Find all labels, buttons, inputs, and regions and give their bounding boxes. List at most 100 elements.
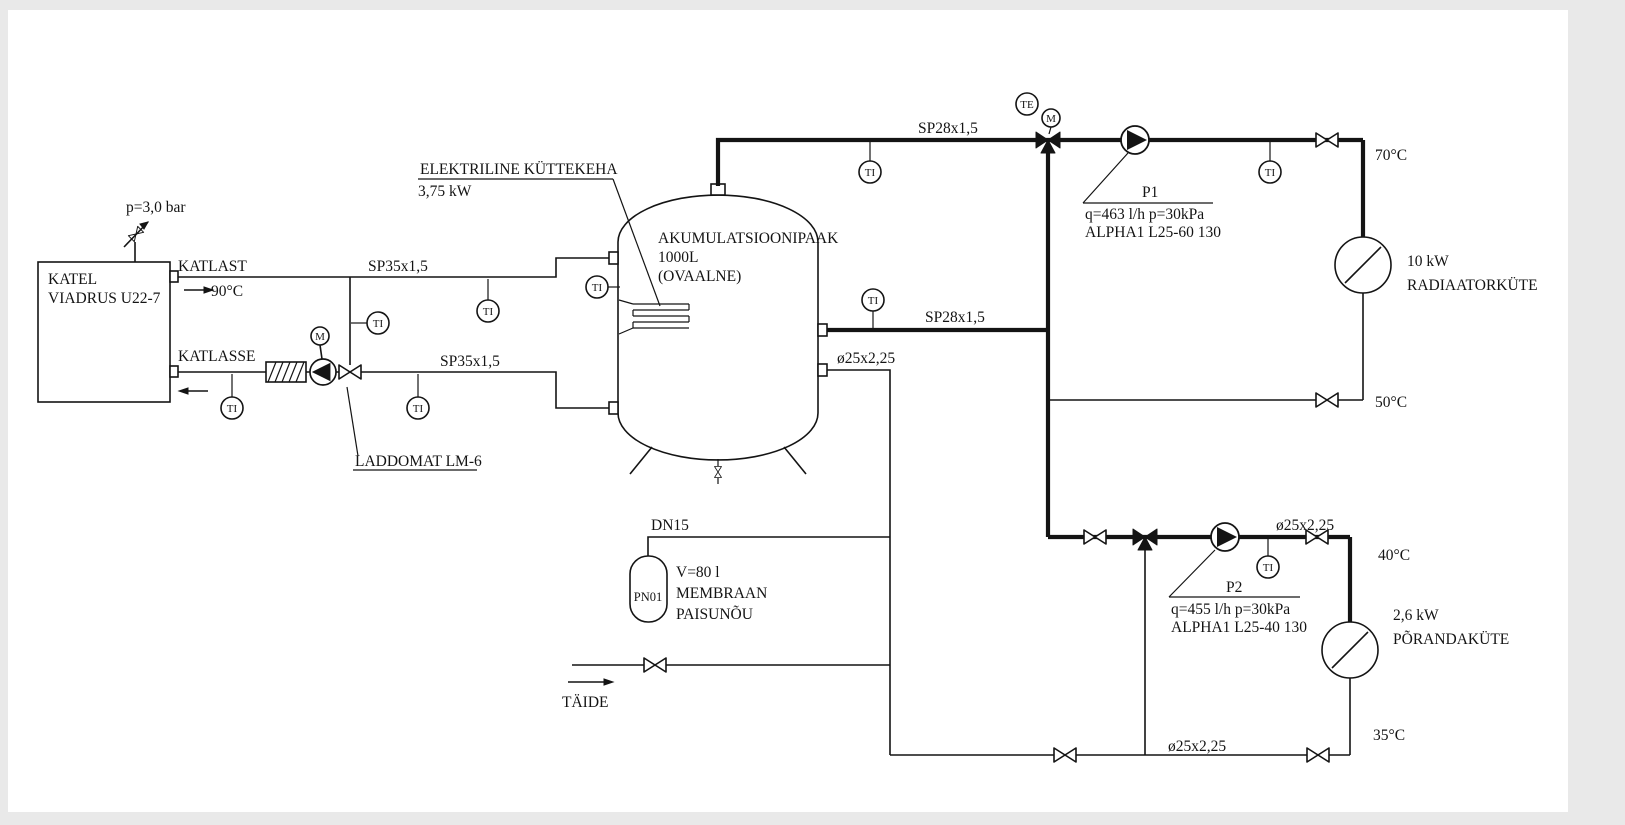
m-actuator-circle (1041, 108, 1061, 128)
boiler: KATEL VIADRUS U22-7 (37, 261, 179, 403)
ti-boiler-supply: TI (476, 279, 500, 323)
filter-symbol (265, 361, 307, 383)
ti-boiler-return-near: TI (220, 374, 244, 420)
svg-text:TI: TI (227, 403, 238, 415)
fill-line: TÄIDE (562, 657, 890, 711)
laddomat-label: LADDOMAT LM-6 (355, 453, 482, 470)
svg-text:TI: TI (1265, 167, 1276, 179)
expansion-vessel-icon (629, 555, 668, 623)
boiler-name-line1: KATEL (48, 271, 97, 288)
p1-duty: q=463 l/h p=30kPa (1085, 206, 1204, 223)
m-actuator-label: M (1046, 113, 1056, 125)
fill-label: TÄIDE (562, 694, 609, 711)
svg-text:TI: TI (592, 282, 603, 294)
floor-supply-line: ø25x2,25 (1048, 517, 1350, 755)
p2-model: ALPHA1 L25-40 130 (1171, 619, 1307, 636)
electric-heater-callout: ELEKTRILINE KÜTTEKEHA 3,75 kW (418, 161, 661, 307)
tank-name: AKUMULATSIOONIPAAK (658, 230, 839, 247)
floor-name: PÕRANDAKÜTE (1393, 631, 1509, 648)
pipe-label-o25-floor-supply: ø25x2,25 (1276, 517, 1334, 534)
tank-right-lower-nozzle (817, 363, 828, 377)
ti-supply-branch: TI (351, 311, 390, 335)
boiler-return-nozzle (169, 365, 179, 378)
te-sensor-label: TE (1020, 99, 1034, 111)
p2-pump-icon (1210, 522, 1240, 552)
svg-text:TI: TI (868, 295, 879, 307)
katlast-label: KATLAST (178, 258, 247, 275)
floor-supply-temp: 40°C (1378, 547, 1410, 564)
ti-tank: TI (585, 275, 620, 299)
pump-p1: P1 q=463 l/h p=30kPa ALPHA1 L25-60 130 (1082, 125, 1221, 241)
pipe-label-o25-tank: ø25x2,25 (837, 350, 895, 367)
expansion-dn-label: DN15 (651, 517, 689, 534)
floor-return-line: ø25x2,25 (890, 738, 1350, 763)
pipe-label-sp28-return: SP28x1,5 (925, 309, 985, 326)
flow-arrow-icon (603, 678, 615, 686)
boiler-return-line: KATLASSE SP35x1,5 M LADDOMAT LM-6 (177, 326, 609, 471)
svg-text:TI: TI (865, 167, 876, 179)
tank-left-lower-nozzle (608, 401, 619, 415)
pipe-label-o25-bottom: ø25x2,25 (1168, 738, 1226, 755)
floor-return-to-tank: ø25x2,25 (827, 350, 895, 755)
ti-tank-supply: TI (858, 142, 882, 184)
radiator-power: 10 kW (1407, 253, 1449, 270)
radiator-supply-temp: 70°C (1375, 147, 1407, 164)
expansion-volume: V=80 l (676, 564, 720, 581)
expansion-type-line1: MEMBRAAN (676, 585, 767, 602)
svg-text:TI: TI (1263, 562, 1274, 574)
p1-model: ALPHA1 L25-60 130 (1085, 224, 1221, 241)
flow-arrow-icon (203, 286, 215, 294)
p2-duty: q=455 l/h p=30kPa (1171, 601, 1290, 618)
ti-boiler-return-far: TI (406, 374, 430, 420)
heater-title: ELEKTRILINE KÜTTEKEHA (420, 161, 618, 178)
expansion-vessel: DN15 PN01 V=80 l MEMBRAAN PAISUNÕU (629, 517, 890, 623)
pipe-label-sp35-return: SP35x1,5 (440, 353, 500, 370)
laddomat-pump-icon (309, 358, 337, 386)
tank-left-upper-nozzle (608, 251, 619, 265)
expansion-type-line2: PAISUNÕU (676, 606, 753, 623)
tank-right-upper-nozzle (817, 323, 828, 337)
safety-valve-arrowhead (139, 221, 150, 230)
accumulator-tank: AKUMULATSIOONIPAAK 1000L (OVAALNE) TI (585, 183, 839, 484)
heater-power: 3,75 kW (418, 183, 472, 200)
p1-pump-icon (1120, 125, 1150, 155)
boiler-name-line2: VIADRUS U22-7 (48, 290, 161, 307)
radiator-mixing-valve: TE M (1015, 92, 1061, 154)
p2-tag: P2 (1226, 579, 1242, 596)
boiler-supply-line: KATLAST 90°C SP35x1,5 (178, 257, 609, 365)
tank-drain-valve (714, 459, 722, 484)
radiator-name: RADIAATORKÜTE (1407, 277, 1538, 294)
svg-text:TI: TI (483, 306, 494, 318)
svg-text:TI: TI (413, 403, 424, 415)
supply-temp-label: 90°C (211, 283, 243, 300)
pipe-label-sp35-supply: SP35x1,5 (368, 258, 428, 275)
tank-leg-right (783, 446, 807, 475)
m-actuator-label: M (315, 331, 325, 343)
tank-shape: (OVAALNE) (658, 268, 741, 285)
te-sensor-circle (1015, 92, 1039, 116)
boiler-supply-nozzle (169, 270, 179, 283)
safety-pressure-label: p=3,0 bar (126, 199, 186, 216)
expansion-tag: PN01 (634, 590, 662, 604)
floor-circuit: 2,6 kW PÕRANDAKÜTE 35°C (1321, 537, 1509, 755)
katlasse-label: KATLASSE (178, 348, 256, 365)
tank-volume: 1000L (658, 249, 698, 266)
m-actuator-circle (310, 326, 330, 346)
tank-leg-left (629, 446, 653, 475)
pipe-label-sp28-supply: SP28x1,5 (918, 120, 978, 137)
ti-tank-return: TI (861, 288, 885, 328)
radiator-return-temp: 50°C (1375, 394, 1407, 411)
ti-floor-supply: TI (1256, 539, 1280, 579)
electric-heater-coil (618, 299, 690, 335)
ti-radiator-supply: TI (1258, 142, 1282, 184)
radiator-circuit: 10 kW RADIAATORKÜTE 50°C (1048, 140, 1538, 411)
tank-return-line: SP28x1,5 (827, 309, 1048, 333)
safety-valve: p=3,0 bar (123, 199, 186, 262)
pump-p2-callout: P2 q=455 l/h p=30kPa ALPHA1 L25-40 130 (1168, 549, 1307, 636)
floor-power: 2,6 kW (1393, 607, 1439, 624)
flow-arrow-icon (177, 387, 189, 395)
floor-return-temp: 35°C (1373, 727, 1405, 744)
p1-tag: P1 (1142, 184, 1158, 201)
